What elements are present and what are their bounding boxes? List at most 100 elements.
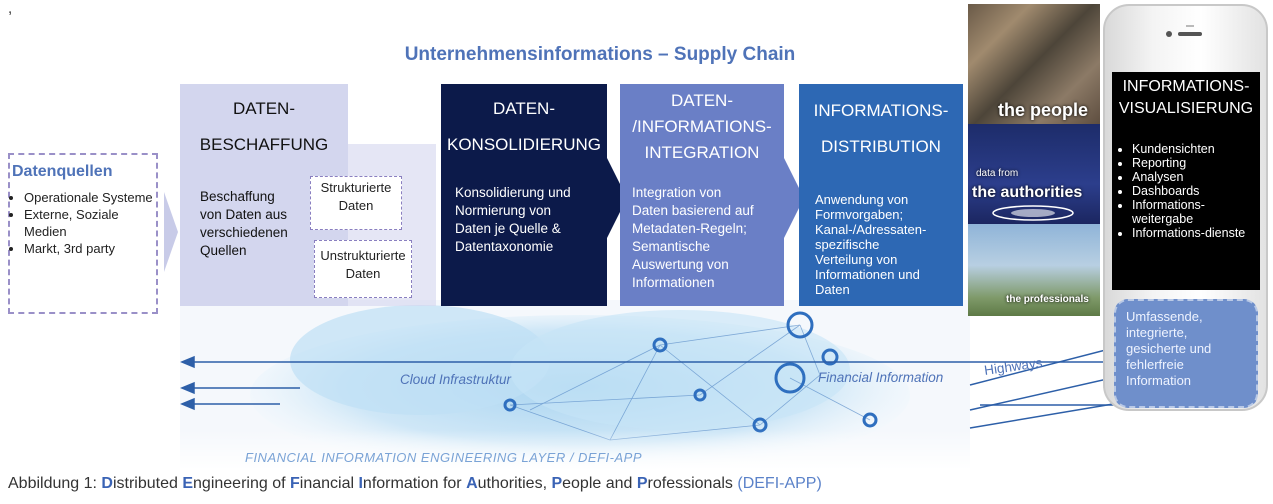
caption-letter: P — [551, 475, 563, 492]
desc-line: Informationen — [632, 275, 715, 290]
professionals-photo — [968, 224, 1100, 316]
stage-header-line: DATEN- — [232, 99, 295, 118]
chevron-arrow — [164, 192, 178, 272]
bubble-line: fehlerfreie — [1126, 357, 1184, 372]
stage-header-line: INTEGRATION — [644, 143, 760, 162]
diagram-title: Unternehmensinformations – Supply Chain — [404, 44, 796, 65]
stage-description: Beschaffung von Daten aus verschiedenen … — [200, 188, 288, 260]
data-sources-heading: Datenquellen — [12, 163, 113, 180]
source-item: Operationale Systeme — [24, 189, 156, 206]
stage-header: DATEN- — [180, 98, 348, 120]
desc-line: verschiedenen — [200, 225, 288, 240]
stage-header-line: DISTRIBUTION — [821, 137, 941, 156]
caption-prefix: Abbildung 1: — [8, 475, 102, 492]
caption-letter: F — [289, 475, 300, 492]
caption-word: nformation for — [362, 475, 467, 492]
caption-letter: E — [182, 475, 194, 492]
caption-letter: I — [358, 475, 363, 492]
stage-data-integration: DATEN- /INFORMATIONS- INTEGRATION Integr… — [620, 84, 784, 306]
bubble-line: Information — [1126, 373, 1192, 388]
desc-line: Verteilung von — [815, 252, 898, 267]
caption-letter: D — [101, 475, 113, 492]
authorities-label: the authorities — [972, 184, 1083, 201]
desc-line: Metadaten-Regeln; — [632, 221, 747, 236]
visualization-item: Kundensichten — [1132, 142, 1260, 156]
desc-line: spezifische — [815, 237, 880, 252]
authorities-emblem — [992, 205, 1074, 221]
caption-word: inancial — [299, 475, 359, 492]
caption-word: eople and — [562, 475, 637, 492]
desc-line: Beschaffung — [200, 189, 275, 204]
caption-suffix: (DEFI-APP) — [737, 475, 822, 492]
professionals-label: the professionals — [1006, 294, 1089, 305]
stage-header: BESCHAFFUNG — [180, 134, 348, 156]
desc-line: Daten basierend auf — [632, 203, 754, 218]
information-bubble: Umfassende, integrierte, gesicherte und … — [1114, 299, 1258, 408]
network-nodes — [503, 311, 878, 433]
visualization-item: Analysen — [1132, 170, 1260, 184]
source-item: Markt, 3rd party — [24, 240, 156, 257]
visualization-header-line: INFORMATIONS- — [1122, 78, 1250, 95]
desc-line: Normierung von — [455, 203, 552, 218]
caption-word: rofessionals — [647, 475, 738, 492]
sub-box-line: Unstrukturierte — [320, 248, 406, 263]
visualization-header: INFORMATIONS- VISUALISIERUNG — [1112, 76, 1260, 120]
authorities-photo — [968, 124, 1100, 224]
desc-line: Anwendung von — [815, 192, 909, 207]
sub-box-line: Strukturierte — [320, 180, 392, 195]
stage-description: Integration von Daten basierend auf Meta… — [632, 184, 754, 292]
caption-word: istributed — [112, 475, 183, 492]
desc-line: Informationen und — [815, 267, 920, 282]
caption-letter: P — [636, 475, 648, 492]
bubble-line: integrierte, — [1126, 325, 1188, 340]
stage-header-line: INFORMATIONS- — [813, 101, 949, 120]
authorities-small-label: data from — [976, 168, 1019, 179]
stage-information-distribution: INFORMATIONS- DISTRIBUTION Anwendung von… — [799, 84, 963, 306]
desc-line: Semantische — [632, 239, 711, 254]
bubble-line: Umfassende, — [1126, 309, 1203, 324]
top-partial-text: , — [8, 0, 13, 17]
data-sources-box: Datenquellen Operationale Systeme Extern… — [8, 153, 158, 314]
visualization-item: Reporting — [1132, 156, 1260, 170]
stage-header-line: BESCHAFFUNG — [199, 135, 329, 154]
cloud-infrastructure-label: Cloud Infrastruktur — [400, 372, 512, 387]
stage-data-consolidation: DATEN- KONSOLIDIERUNG Konsolidierung und… — [441, 84, 607, 306]
desc-line: Kanal-/Adressaten- — [815, 222, 927, 237]
stage-header-line: KONSOLIDIERUNG — [447, 135, 601, 154]
visualization-item: Dashboards — [1132, 184, 1260, 198]
figure-caption: Abbildung 1: Distributed Engineering of … — [8, 475, 822, 493]
people-photo — [968, 4, 1100, 124]
bubble-line: gesicherte und — [1126, 341, 1212, 356]
financial-information-label: Financial Information — [818, 370, 944, 385]
visualization-screen: INFORMATIONS- VISUALISIERUNG Kundensicht… — [1112, 72, 1260, 290]
visualization-header-line: VISUALISIERUNG — [1118, 100, 1254, 117]
desc-line: von Daten aus — [200, 207, 288, 222]
visualization-item: Informations-dienste — [1132, 226, 1260, 240]
desc-line: Daten — [815, 282, 850, 297]
stage-description: Konsolidierung und Normierung von Daten … — [455, 184, 571, 256]
caption-word: ngineering of — [193, 475, 290, 492]
visualization-list: Kundensichten Reporting Analysen Dashboa… — [1118, 142, 1260, 240]
desc-line: Formvorgaben; — [815, 207, 904, 222]
visualization-item: Informations-weitergabe — [1132, 198, 1260, 226]
desc-line: Datentaxonomie — [455, 239, 554, 254]
caption-letter: A — [466, 475, 478, 492]
bubble-text: Umfassende, integrierte, gesicherte und … — [1126, 309, 1250, 389]
stage-header-line: /INFORMATIONS- — [632, 117, 772, 136]
desc-line: Quellen — [200, 243, 247, 258]
structured-data-box: Strukturierte Daten — [310, 176, 402, 230]
people-collage: the people data from the authorities the… — [968, 4, 1100, 316]
stage-description: Anwendung von Formvorgaben; Kanal-/Adres… — [815, 192, 926, 297]
cloud-network-area — [180, 300, 1270, 470]
caption-word: uthorities, — [477, 475, 552, 492]
desc-line: Daten je Quelle & — [455, 221, 561, 236]
unstructured-data-box: Unstrukturierte Daten — [314, 240, 412, 298]
stage-header-line: DATEN- — [670, 91, 733, 110]
source-item: Externe, Soziale Medien — [24, 206, 156, 240]
desc-line: Konsolidierung und — [455, 185, 571, 200]
sub-box-line: Daten — [338, 198, 374, 213]
sub-box-line: Daten — [345, 266, 381, 281]
phone-speaker-icon — [1166, 25, 1202, 37]
desc-line: Auswertung von — [632, 257, 729, 272]
desc-line: Integration von — [632, 185, 722, 200]
